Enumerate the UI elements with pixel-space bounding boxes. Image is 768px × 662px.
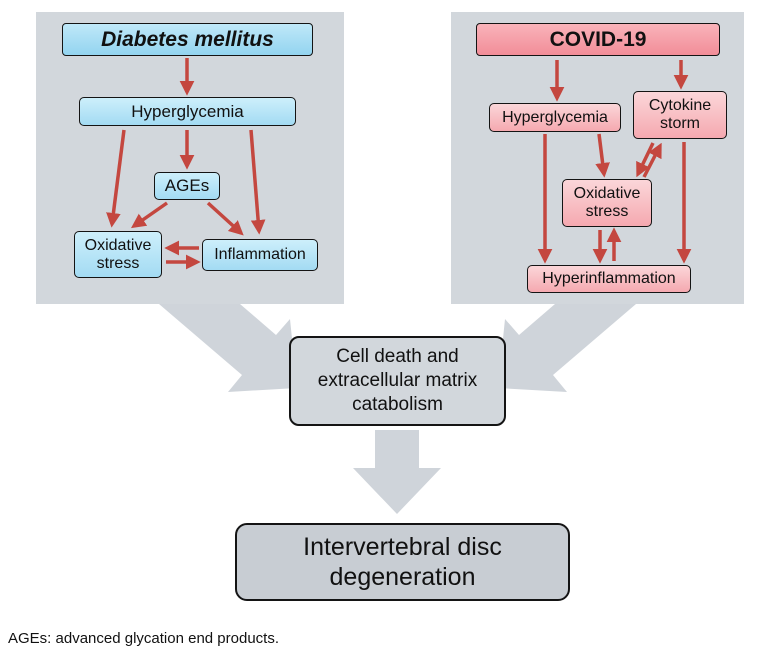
block-arrows-group <box>159 304 636 514</box>
arrow-hyperglycemia-to-oxidative-icon <box>106 129 126 228</box>
node-ages: AGEs <box>154 172 220 200</box>
node-oxidative-stress-diabetes: Oxidative stress <box>74 231 162 278</box>
covid-title: COVID-19 <box>476 23 720 56</box>
diabetes-title: Diabetes mellitus <box>62 23 313 56</box>
node-hyperglycemia-covid: Hyperglycemia <box>489 103 621 132</box>
node-inflammation: Inflammation <box>202 239 318 271</box>
footnote-ages-definition: AGEs: advanced glycation end products. <box>8 630 279 647</box>
arrow-hyperglycemia-to-inflammation-icon <box>249 129 266 235</box>
node-intervertebral-disc-degeneration: Intervertebral disc degeneration <box>235 523 570 601</box>
node-hyperinflammation: Hyperinflammation <box>527 265 691 293</box>
arrow-cytokine-to-oxidative2-icon <box>636 142 655 178</box>
node-cytokine-storm: Cytokine storm <box>633 91 727 139</box>
node-hyperglycemia-diabetes: Hyperglycemia <box>79 97 296 126</box>
arrow-ages-to-inflammation-icon <box>206 201 244 236</box>
arrow-ages-to-oxidative-icon <box>130 201 169 229</box>
red-arrows-group <box>106 58 692 270</box>
arrow-oxidative2-to-cytokine-icon <box>642 142 662 178</box>
arrow-hyperglycemia2-to-oxidative2-icon <box>595 133 610 178</box>
node-oxidative-stress-covid: Oxidative stress <box>562 179 652 227</box>
node-cell-death-matrix-catabolism: Cell death and extracellular matrix cata… <box>289 336 506 426</box>
block-arrow-right-to-center-icon <box>498 304 636 392</box>
block-arrow-left-to-center-icon <box>159 304 297 392</box>
block-arrow-center-to-bottom-icon <box>353 430 441 514</box>
